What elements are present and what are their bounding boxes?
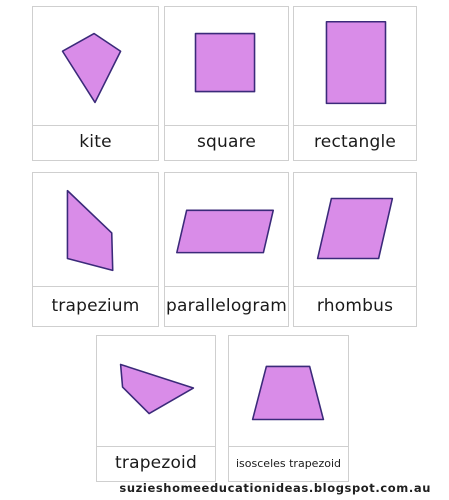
isosceles-trapezoid-shape <box>251 365 325 421</box>
rectangle-shape <box>325 20 387 105</box>
card-kite: kite <box>32 6 159 161</box>
shape-area <box>294 173 416 287</box>
card-label: rectangle <box>313 132 397 152</box>
card-label: rhombus <box>316 295 394 316</box>
card-label: square <box>196 132 257 152</box>
shape-area <box>229 336 348 447</box>
card-rectangle: rectangle <box>293 6 417 161</box>
card-rhombus: rhombus <box>293 172 417 327</box>
card-parallelogram: parallelogram <box>164 172 289 327</box>
trapezium-shape <box>66 189 114 272</box>
card-label: kite <box>79 132 112 152</box>
card-square: square <box>164 6 289 161</box>
rhombus-shape <box>316 197 394 260</box>
site-url-footer: suzieshomeeducationideas.blogspot.com.au <box>119 481 431 495</box>
trapezoid-shape <box>119 363 195 415</box>
card-label: parallelogram <box>165 295 287 316</box>
shape-area <box>165 173 288 287</box>
parallelogram-shape <box>176 209 275 254</box>
shape-area <box>294 7 416 126</box>
card-trapezoid: trapezoid <box>96 335 216 482</box>
shape-area <box>33 7 158 126</box>
card-trapezium: trapezium <box>32 172 159 327</box>
card-label: trapezoid <box>115 453 197 473</box>
card-label: trapezium <box>51 295 140 316</box>
shape-area <box>33 173 158 287</box>
shape-area <box>97 336 215 447</box>
square-shape <box>194 32 256 93</box>
kite-shape <box>61 32 122 104</box>
card-label: isosceles trapezoid <box>236 456 341 470</box>
shape-area <box>165 7 288 126</box>
card-isosceles-trapezoid: isosceles trapezoid <box>228 335 349 482</box>
